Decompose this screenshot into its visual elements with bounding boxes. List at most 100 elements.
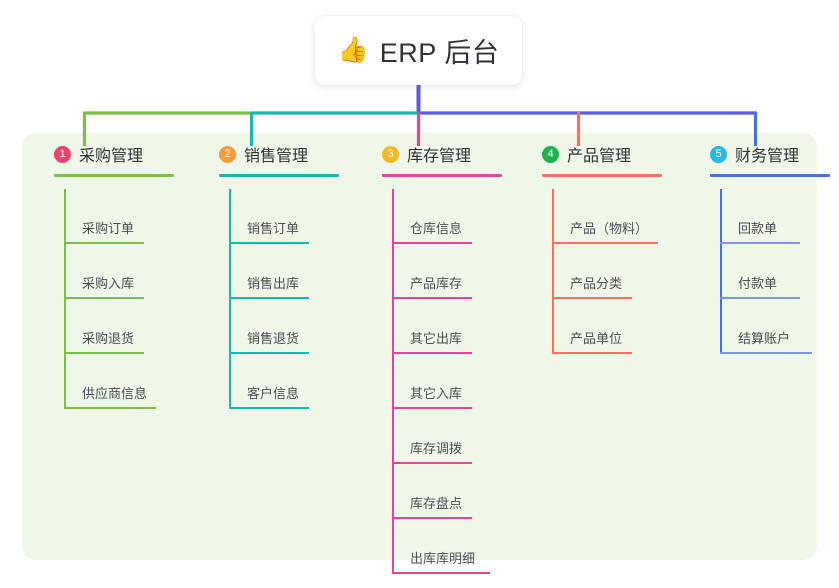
- branch-underline-5: [710, 174, 830, 177]
- branch-header-3[interactable]: 3 库存管理: [362, 133, 527, 177]
- leaf-label: 销售退货: [247, 331, 300, 346]
- branch-badge-1: 1: [54, 145, 71, 163]
- leaf-underline: [552, 352, 632, 354]
- leaf-label: 客户信息: [247, 386, 300, 401]
- branch-column-3: 3 库存管理 仓库信息 产品库存 其它出库: [362, 133, 527, 574]
- leaf-label: 回款单: [738, 221, 778, 236]
- branch-header-1[interactable]: 1 采购管理: [34, 133, 199, 177]
- leaf-label: 供应商信息: [82, 386, 148, 401]
- branch-items-4: 产品（物料） 产品分类 产品单位: [522, 189, 687, 354]
- branch-spine-3: [392, 189, 394, 574]
- branch-badge-2: 2: [219, 145, 236, 163]
- leaf-item[interactable]: 销售订单: [199, 189, 364, 244]
- branch-items-2: 销售订单 销售出库 销售退货 客户信息: [199, 189, 364, 409]
- leaf-item[interactable]: 仓库信息: [362, 189, 527, 244]
- leaf-item[interactable]: 采购订单: [34, 189, 199, 244]
- branch-underline-3: [382, 174, 502, 177]
- branch-columns: 1 采购管理 采购订单 采购入库 采购退货: [22, 133, 830, 574]
- branch-title-3: 库存管理: [407, 148, 472, 165]
- leaf-item[interactable]: 库存盘点: [362, 464, 527, 519]
- leaf-underline: [552, 297, 632, 299]
- leaf-item[interactable]: 其它入库: [362, 354, 527, 409]
- branch-badge-4: 4: [542, 145, 559, 163]
- branch-items-1: 采购订单 采购入库 采购退货 供应商信息: [34, 189, 199, 409]
- leaf-label: 库存盘点: [410, 496, 463, 511]
- leaf-item[interactable]: 库存调拨: [362, 409, 527, 464]
- branch-items-3: 仓库信息 产品库存 其它出库 其它入库 库存调拨: [362, 189, 527, 574]
- branch-column-4: 4 产品管理 产品（物料） 产品分类 产品单位: [522, 133, 687, 354]
- leaf-label: 产品单位: [570, 331, 623, 346]
- leaf-underline: [392, 517, 472, 519]
- leaf-item[interactable]: 采购入库: [34, 244, 199, 299]
- leaf-item[interactable]: 销售出库: [199, 244, 364, 299]
- branch-badge-5: 5: [710, 145, 727, 163]
- leaf-item[interactable]: 产品单位: [522, 299, 687, 354]
- branch-underline-4: [542, 174, 662, 177]
- leaf-underline: [392, 297, 472, 299]
- branch-header-5[interactable]: 5 财务管理: [690, 133, 839, 177]
- branch-underline-1: [54, 174, 174, 177]
- leaf-underline: [229, 352, 309, 354]
- branch-badge-3: 3: [382, 145, 399, 163]
- leaf-label: 采购订单: [82, 221, 135, 236]
- branch-header-2[interactable]: 2 销售管理: [199, 133, 364, 177]
- root-title: ERP 后台: [379, 38, 500, 68]
- branch-title-1: 采购管理: [79, 148, 144, 165]
- leaf-underline: [64, 297, 144, 299]
- branch-title-2: 销售管理: [244, 148, 309, 165]
- branch-header-4[interactable]: 4 产品管理: [522, 133, 687, 177]
- root-node-card[interactable]: 👍 ERP 后台: [315, 16, 522, 85]
- leaf-item[interactable]: 结算账户: [690, 299, 839, 354]
- leaf-label: 采购退货: [82, 331, 135, 346]
- leaf-item[interactable]: 回款单: [690, 189, 839, 244]
- leaf-underline: [229, 297, 309, 299]
- leaf-underline: [392, 242, 472, 244]
- leaf-item[interactable]: 产品（物料）: [522, 189, 687, 244]
- leaf-label: 结算账户: [738, 331, 791, 346]
- leaf-label: 其它入库: [410, 386, 463, 401]
- leaf-underline: [392, 352, 472, 354]
- leaf-underline: [64, 407, 156, 409]
- branch-column-1: 1 采购管理 采购订单 采购入库 采购退货: [34, 133, 199, 409]
- leaf-item[interactable]: 出库库明细: [362, 519, 527, 574]
- leaf-underline: [229, 242, 309, 244]
- branches-panel: [22, 133, 817, 560]
- leaf-underline: [229, 407, 309, 409]
- leaf-item[interactable]: 产品分类: [522, 244, 687, 299]
- branch-column-2: 2 销售管理 销售订单 销售出库 销售退货: [199, 133, 364, 409]
- leaf-underline: [720, 352, 812, 354]
- leaf-item[interactable]: 付款单: [690, 244, 839, 299]
- branch-underline-2: [219, 174, 339, 177]
- leaf-label: 产品分类: [570, 276, 623, 291]
- leaf-label: 仓库信息: [410, 221, 463, 236]
- leaf-underline: [392, 407, 472, 409]
- leaf-underline: [392, 462, 472, 464]
- leaf-underline: [392, 572, 490, 574]
- leaf-underline: [552, 242, 658, 244]
- leaf-item[interactable]: 采购退货: [34, 299, 199, 354]
- branch-spine-4: [552, 189, 554, 354]
- leaf-label: 付款单: [738, 276, 778, 291]
- leaf-underline: [720, 297, 800, 299]
- branch-title-5: 财务管理: [735, 148, 800, 165]
- leaf-label: 采购入库: [82, 276, 135, 291]
- leaf-label: 产品（物料）: [570, 221, 649, 236]
- leaf-underline: [64, 242, 144, 244]
- branch-items-5: 回款单 付款单 结算账户: [690, 189, 839, 354]
- branch-spine-1: [64, 189, 66, 409]
- branch-title-4: 产品管理: [567, 148, 632, 165]
- leaf-item[interactable]: 供应商信息: [34, 354, 199, 409]
- leaf-item[interactable]: 客户信息: [199, 354, 364, 409]
- leaf-label: 出库库明细: [410, 551, 476, 566]
- branch-column-5: 5 财务管理 回款单 付款单 结算账户: [690, 133, 839, 354]
- branch-spine-2: [229, 189, 231, 409]
- leaf-item[interactable]: 产品库存: [362, 244, 527, 299]
- leaf-label: 库存调拨: [410, 441, 463, 456]
- leaf-label: 销售出库: [247, 276, 300, 291]
- leaf-underline: [64, 352, 144, 354]
- leaf-underline: [720, 242, 800, 244]
- leaf-item[interactable]: 其它出库: [362, 299, 527, 354]
- leaf-item[interactable]: 销售退货: [199, 299, 364, 354]
- thumbs-up-icon: 👍: [337, 36, 369, 64]
